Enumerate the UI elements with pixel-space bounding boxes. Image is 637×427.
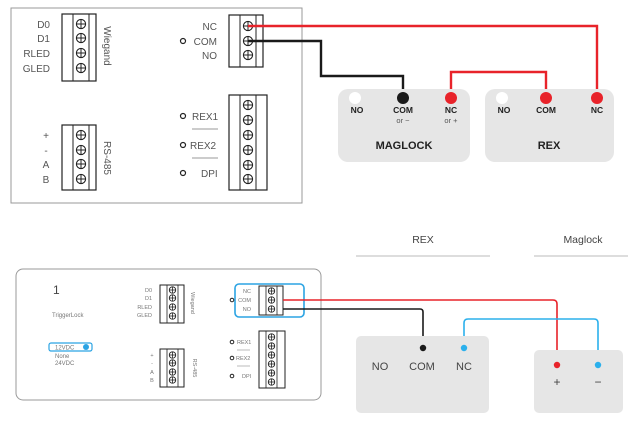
terminal-label: NC — [591, 105, 603, 115]
wire-red-link — [449, 70, 548, 98]
pin-label: REX2 — [190, 141, 217, 152]
maglock-device-bottom: + − — [534, 350, 623, 413]
pin-label: + — [150, 353, 153, 359]
rs485-connector-bottom: + - A B RS-485 — [150, 348, 197, 388]
inputs-connector: REX1 REX2 DPI — [179, 94, 268, 191]
pin-label: A — [150, 370, 154, 376]
board-name: TriggerLock — [52, 313, 84, 319]
rex-device-bottom: NO COM NC — [356, 336, 489, 413]
pin-label: RLED — [23, 49, 50, 60]
wire-black-com — [248, 39, 405, 98]
terminal-no — [496, 92, 508, 104]
pin-label: B — [150, 378, 154, 384]
pin-label: REX2 — [236, 356, 250, 362]
terminal-label: NO — [498, 105, 511, 115]
voltage-selector[interactable]: 12VDC None 24VDC — [48, 342, 93, 367]
rex-title: REX — [538, 140, 561, 152]
led-icon — [229, 339, 235, 345]
pin-label: COM — [194, 37, 217, 48]
voltage-option[interactable]: 24VDC — [55, 361, 75, 367]
terminal-label: NO — [351, 105, 364, 115]
led-icon — [229, 355, 235, 361]
terminal-label: NC — [445, 105, 457, 115]
pin-label: A — [43, 160, 50, 171]
wire-red — [283, 299, 558, 365]
wiegand-title: Wiegand — [189, 292, 195, 314]
led-icon — [179, 112, 187, 120]
rs485-connector: + - A B RS-485 — [43, 124, 112, 191]
terminal-no — [349, 92, 361, 104]
wiegand-connector-bottom: D0 D1 RLED GLED Wiegand — [137, 284, 195, 324]
led-icon — [179, 169, 187, 177]
terminal-nc — [445, 92, 457, 104]
terminal-label: COM — [536, 105, 556, 115]
pin-label: GLED — [23, 64, 50, 75]
terminal-label: + — [553, 375, 560, 389]
led-icon — [229, 373, 235, 379]
maglock-device: NO COM NC or − or + MAGLOCK — [338, 89, 470, 162]
pin-label: GLED — [137, 313, 152, 319]
toggle-knob-icon — [83, 344, 89, 350]
controller-board-bottom — [15, 268, 322, 401]
inputs-connector-bottom: REX1 REX2 DPI — [229, 330, 286, 389]
rex-device: NO COM NC REX — [485, 89, 614, 162]
voltage-option[interactable]: None — [55, 354, 70, 360]
voltage-option-selected[interactable] — [48, 342, 93, 352]
pin-label: RLED — [137, 305, 152, 311]
pin-label: B — [43, 175, 50, 186]
wire-black — [283, 308, 424, 348]
terminal-com — [397, 92, 409, 104]
maglock-title: MAGLOCK — [376, 140, 433, 152]
led-icon — [179, 37, 187, 45]
wiegand-connector: D0 D1 RLED GLED Wiegand — [23, 13, 112, 82]
terminal-com — [419, 344, 427, 352]
pin-label: - — [151, 361, 153, 367]
rex-column-header: REX — [412, 234, 434, 246]
pin-label: NC — [243, 289, 251, 295]
terminal-nc — [591, 92, 603, 104]
pin-label: DPI — [201, 169, 218, 180]
terminal-plus — [553, 361, 561, 369]
rs485-title: RS-485 — [101, 141, 112, 175]
maglock-column-header: Maglock — [563, 234, 603, 246]
terminal-label: NO — [372, 361, 389, 373]
pin-label: - — [44, 146, 47, 157]
wire-blue — [463, 318, 599, 365]
pin-label: NC — [203, 22, 217, 33]
terminal-label: COM — [393, 105, 413, 115]
led-icon — [229, 297, 235, 303]
terminal-sublabel: or + — [444, 116, 458, 125]
pin-label: REX1 — [192, 112, 219, 123]
pin-label: NO — [243, 307, 252, 313]
pin-label: D1 — [37, 34, 50, 45]
terminal-minus — [594, 361, 602, 369]
terminal-label: NC — [456, 361, 472, 373]
terminal-label: − — [594, 375, 601, 389]
terminal-nc — [460, 344, 468, 352]
terminal-sublabel: or − — [396, 116, 410, 125]
wiegand-title: Wiegand — [101, 26, 112, 65]
pin-label: COM — [238, 298, 251, 304]
pin-label: REX1 — [237, 340, 251, 346]
led-icon — [179, 141, 187, 149]
pin-label: DPI — [242, 374, 252, 380]
pin-label: D0 — [37, 20, 50, 31]
pin-label: NO — [202, 51, 217, 62]
rs485-title: RS-485 — [191, 359, 197, 378]
voltage-option[interactable]: 12VDC — [55, 346, 75, 352]
pin-label: D1 — [145, 296, 152, 302]
terminal-com — [540, 92, 552, 104]
pin-label: + — [43, 131, 49, 142]
terminal-label: COM — [409, 361, 435, 373]
board-number: 1 — [53, 283, 60, 297]
pin-label: D0 — [145, 288, 152, 294]
wire-red-nc — [248, 24, 599, 98]
